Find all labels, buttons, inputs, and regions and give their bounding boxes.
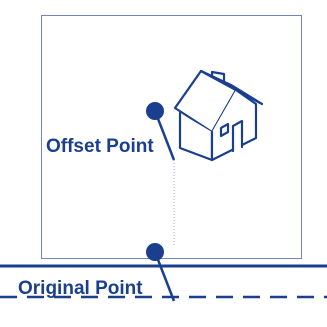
house-icon bbox=[175, 71, 262, 160]
original-point-label: Original Point bbox=[18, 278, 143, 299]
original-point-marker bbox=[146, 243, 174, 301]
offset-point-label: Offset Point bbox=[46, 136, 154, 157]
